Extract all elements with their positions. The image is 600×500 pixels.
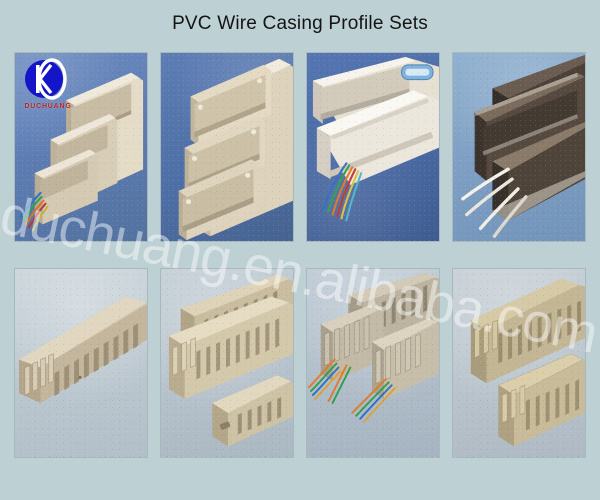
gallery-cell-6[interactable] <box>160 268 294 458</box>
product-photo-1 <box>15 53 147 241</box>
product-photo-6 <box>161 269 293 457</box>
product-photo-4 <box>453 53 585 241</box>
gallery-cell-2[interactable] <box>160 52 294 242</box>
product-photo-7 <box>307 269 439 457</box>
circle-k-monogram-icon <box>25 58 67 100</box>
brand-name: DUCHUANG <box>24 103 72 110</box>
gallery-cell-8[interactable] <box>452 268 586 458</box>
gallery-cell-4[interactable] <box>452 52 586 242</box>
product-photo-5 <box>15 269 147 457</box>
gallery-cell-7[interactable] <box>306 268 440 458</box>
gallery-cell-1[interactable]: DUCHUANG <box>14 52 148 242</box>
product-photo-8 <box>453 269 585 457</box>
product-photo-2 <box>161 53 293 241</box>
gallery-cell-3[interactable] <box>306 52 440 242</box>
page-title: PVC Wire Casing Profile Sets <box>172 13 428 34</box>
product-gallery-grid: DUCHUANG <box>14 52 588 458</box>
gallery-cell-5[interactable] <box>14 268 148 458</box>
page-title-bar: PVC Wire Casing Profile Sets <box>0 0 600 48</box>
brand-logo: DUCHUANG <box>20 58 76 116</box>
product-photo-3 <box>307 53 439 241</box>
